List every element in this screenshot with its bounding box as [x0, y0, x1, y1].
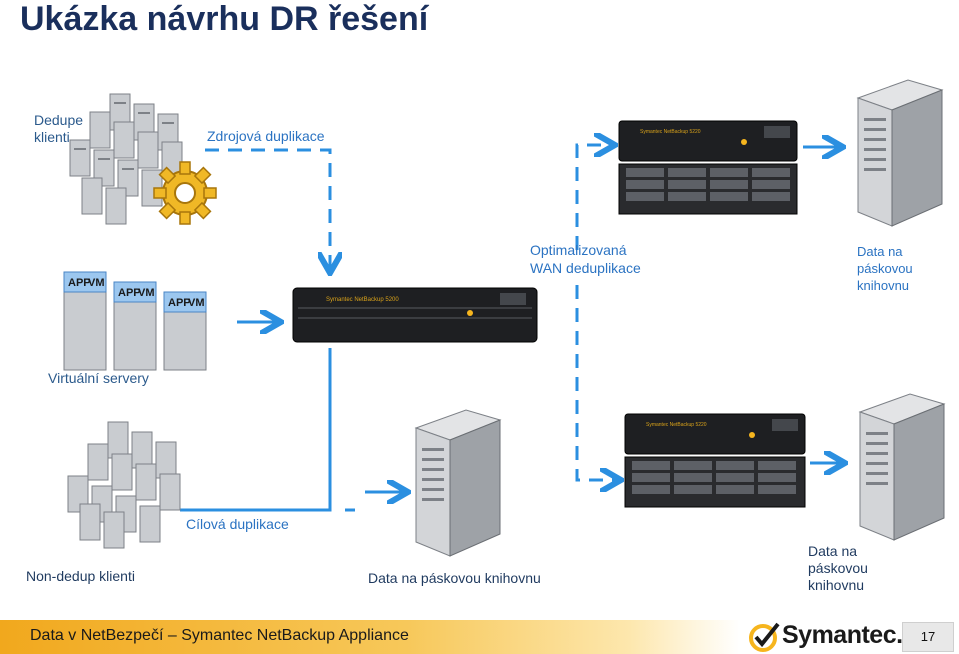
- page-number: 17: [902, 622, 954, 652]
- target-dedup-label: Cílová duplikace: [186, 516, 289, 532]
- target-dedup-path: [180, 348, 332, 512]
- tape-top-right-label: Data na páskovou knihovnu: [857, 244, 913, 293]
- footer-bar: [0, 620, 740, 654]
- page-title: Ukázka návrhu DR řešení: [20, 0, 429, 38]
- tape-library-icon: [858, 393, 946, 541]
- virtual-machine-icon: APP VM APP VM APP VM: [63, 271, 207, 371]
- gear-icon: [153, 161, 217, 225]
- tape-library-icon: [856, 79, 944, 227]
- source-dedup-label: Zdrojová duplikace: [207, 128, 325, 144]
- backup-appliance-icon: Symantec NetBackup 5220: [624, 413, 806, 508]
- vm-tag-app: APP: [168, 297, 191, 309]
- tape-bottom-right-label: Data na páskovou knihovnu: [808, 543, 868, 593]
- vm-tag-vm: VM: [88, 277, 105, 289]
- source-dedup-path: [205, 148, 330, 270]
- backup-appliance-icon: Symantec NetBackup 5200: [292, 287, 538, 343]
- server-cluster-icon: [67, 421, 181, 549]
- vm-tag-app: APP: [68, 277, 91, 289]
- backup-appliance-icon: Symantec NetBackup 5220: [618, 120, 798, 215]
- server-cluster-icon: [69, 93, 183, 225]
- vm-tag-vm: VM: [188, 297, 205, 309]
- wan-dedup-path-bottom: [575, 285, 618, 480]
- dedupe-clients-label: Dedupe klienti: [34, 112, 84, 145]
- footer-text: Data v NetBezpečí – Symantec NetBackup A…: [30, 627, 409, 644]
- wan-dedup-path-top: [575, 145, 612, 250]
- virtual-servers-label: Virtuální servery: [48, 370, 149, 386]
- appliance-model-label: Symantec NetBackup 5220: [640, 129, 701, 135]
- appliance-model-label: Symantec NetBackup 5220: [646, 422, 707, 428]
- symantec-logo: Symantec.: [782, 621, 903, 649]
- tape-center-label: Data na páskovou knihovnu: [368, 570, 541, 586]
- vm-tag-vm: VM: [138, 287, 155, 299]
- nondedup-clients-label: Non-dedup klienti: [26, 568, 135, 584]
- appliance-model-label: Symantec NetBackup 5200: [326, 297, 399, 303]
- symantec-checkmark-icon: [749, 622, 780, 652]
- tape-library-icon: [414, 409, 502, 557]
- wan-dedup-label: Optimalizovaná WAN deduplikace: [530, 242, 641, 276]
- vm-tag-app: APP: [118, 287, 141, 299]
